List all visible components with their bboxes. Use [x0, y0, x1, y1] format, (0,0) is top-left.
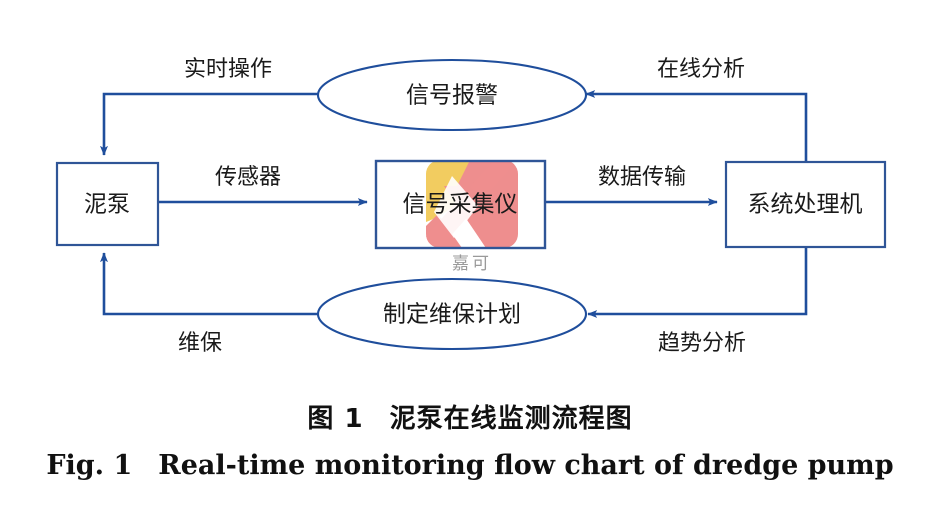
flow-chart-diagram: 嘉可 泥泵 信号采集仪 系统处理机: [55, 57, 887, 356]
figure-caption-en: Fig. 1 Real-time monitoring flow chart of…: [0, 450, 940, 481]
node-acquisition[interactable]: 信号采集仪: [374, 159, 547, 250]
node-pump-label: 泥泵: [84, 192, 130, 218]
node-acquisition-box[interactable]: [374, 159, 547, 250]
node-maintenance-plan[interactable]: 制定维保计划: [316, 277, 588, 351]
watermark-brand-text: 嘉可: [452, 254, 492, 274]
edge-label-trend-analysis: 趋势分析: [658, 331, 746, 356]
node-acquisition-label: 信号采集仪: [403, 192, 518, 218]
edge-lines: [100, 90, 808, 318]
node-pump[interactable]: 泥泵: [55, 161, 160, 247]
edge-label-realtime-operation: 实时操作: [184, 57, 272, 82]
figure-caption-cn: 图 1 泥泵在线监测流程图: [0, 398, 940, 435]
node-maintenance-plan-ellipse[interactable]: [316, 277, 588, 351]
node-alarm-ellipse[interactable]: [316, 58, 588, 132]
figure-title-cn: 泥泵在线监测流程图: [389, 404, 633, 434]
node-processor-box[interactable]: [724, 160, 887, 249]
edge-label-online-analysis: 在线分析: [657, 57, 745, 82]
figure-number-cn: 图 1: [307, 404, 364, 434]
node-maintenance-plan-label: 制定维保计划: [383, 302, 521, 328]
edge-online-analysis-line: [585, 90, 808, 162]
edge-realtime-operation-line: [100, 92, 318, 156]
edge-maintenance-line: [100, 252, 318, 316]
edge-label-sensor: 传感器: [215, 165, 281, 190]
figure-title-en: Real-time monitoring flow chart of dredg…: [158, 450, 894, 481]
edge-label-data-transfer: 数据传输: [598, 165, 686, 190]
node-alarm-label: 信号报警: [406, 83, 498, 109]
node-pump-box[interactable]: [55, 161, 160, 247]
node-processor-label: 系统处理机: [748, 192, 863, 218]
figure-number-en: Fig. 1: [46, 450, 133, 481]
node-processor[interactable]: 系统处理机: [724, 160, 887, 249]
edge-label-maintenance: 维保: [178, 331, 222, 356]
node-alarm[interactable]: 信号报警: [316, 58, 588, 132]
watermark-logo: 嘉可: [426, 160, 518, 274]
edge-trend-analysis-line: [587, 246, 808, 318]
